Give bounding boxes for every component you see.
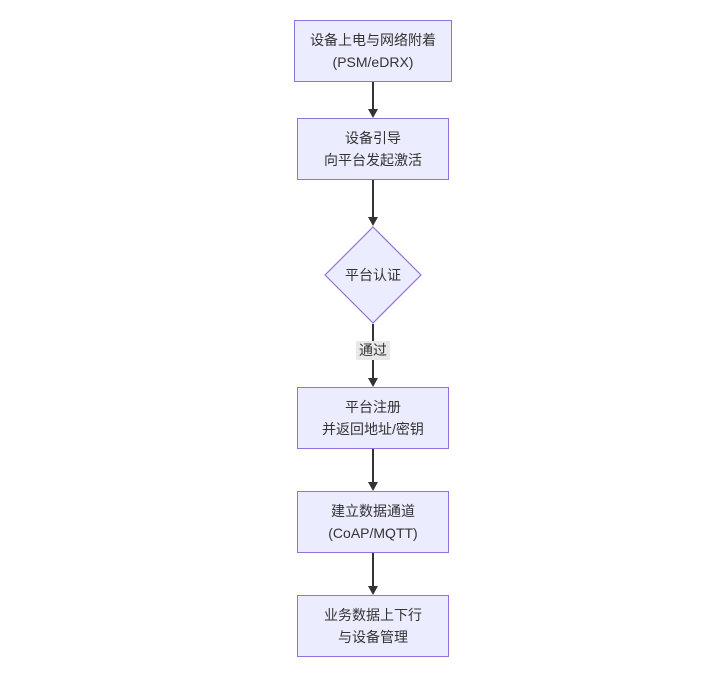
edge-line (372, 553, 374, 586)
node-register: 平台注册 并返回地址/密钥 (297, 387, 449, 449)
diamond-shape (324, 226, 422, 324)
edge-power-to-bootstrap (368, 82, 378, 118)
node-text-line: 与设备管理 (338, 629, 408, 645)
node-business-data: 业务数据上下行 与设备管理 (297, 595, 449, 657)
arrowhead-down-icon (368, 586, 378, 595)
flowchart-column: 设备上电与网络附着 (PSM/eDRX) 设备引导 向平台发起激活 平台认证 通… (294, 20, 452, 657)
node-power-attach: 设备上电与网络附着 (PSM/eDRX) (294, 20, 452, 82)
node-text-line: 设备上电与网络附着 (310, 32, 436, 48)
node-text-line: 并返回地址/密钥 (322, 421, 424, 437)
edge-line (372, 180, 374, 217)
edge-auth-to-register: 通过 (356, 324, 390, 387)
arrowhead-down-icon (368, 109, 378, 118)
edge-channel-to-business (368, 553, 378, 595)
node-text-line: 建立数据通道 (331, 503, 415, 519)
edge-bootstrap-to-auth (368, 180, 378, 226)
arrowhead-down-icon (368, 378, 378, 387)
node-text-line: 业务数据上下行 (324, 607, 422, 623)
node-text-line: 平台认证 (345, 267, 401, 283)
node-bootstrap: 设备引导 向平台发起激活 (297, 118, 449, 180)
node-text-line: 平台注册 (345, 399, 401, 415)
arrowhead-down-icon (368, 217, 378, 226)
edge-line (372, 449, 374, 482)
node-text-line: (PSM/eDRX) (332, 54, 414, 70)
node-text-line: (CoAP/MQTT) (328, 525, 418, 541)
edge-line (372, 82, 374, 109)
node-text-line: 向平台发起激活 (324, 152, 422, 168)
edge-label-pass: 通过 (356, 341, 390, 360)
arrowhead-down-icon (368, 482, 378, 491)
node-text-line: 设备引导 (345, 130, 401, 146)
node-platform-auth: 平台认证 (324, 226, 422, 324)
edge-register-to-channel (368, 449, 378, 491)
node-data-channel: 建立数据通道 (CoAP/MQTT) (297, 491, 449, 553)
